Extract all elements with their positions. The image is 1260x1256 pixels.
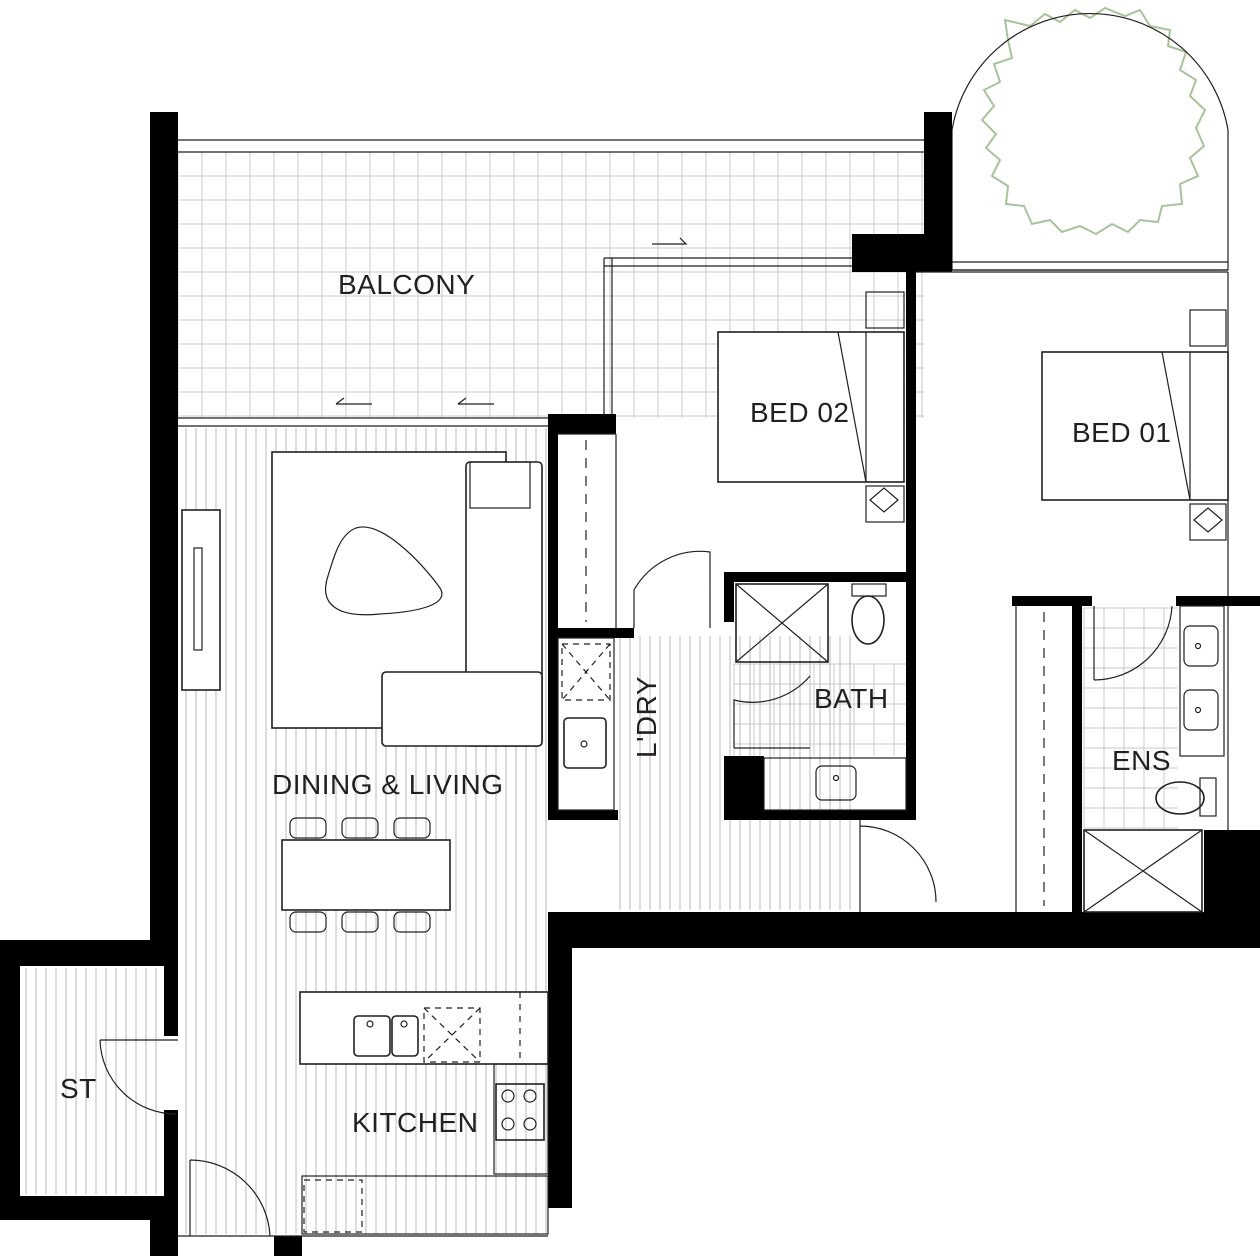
rug-shape — [325, 526, 443, 616]
tree-canopy-icon — [980, 6, 1207, 236]
label-bath: BATH — [814, 683, 889, 714]
dining-chairs — [289, 817, 431, 933]
balcony-tiles — [177, 151, 924, 418]
dining-chair — [393, 911, 431, 933]
tree-arc — [951, 12, 1229, 271]
label-dining-living: DINING & LIVING — [272, 769, 504, 800]
dining-chair — [393, 817, 431, 839]
walls — [0, 112, 1260, 1256]
dining-chair — [289, 817, 327, 839]
bedroom-furniture — [717, 291, 1229, 541]
label-kitchen: KITCHEN — [352, 1107, 478, 1138]
bath-fixtures — [735, 583, 907, 811]
label-bed-02: BED 02 — [750, 397, 850, 428]
doors — [99, 550, 1173, 1237]
label-balcony: BALCONY — [338, 269, 475, 300]
dining-chair — [341, 817, 379, 839]
ensuite-fixtures — [1083, 605, 1225, 913]
interior-lines — [178, 433, 1045, 1237]
label-storage: ST — [60, 1073, 97, 1104]
ensuite-tiles — [1083, 607, 1178, 829]
dining-table — [281, 839, 451, 911]
kitchen-fixtures — [299, 991, 549, 1235]
shower — [735, 583, 829, 663]
label-ensuite: ENS — [1112, 745, 1171, 776]
floor-hatch-storage — [25, 968, 157, 1194]
dining-chair — [341, 911, 379, 933]
bed-02 — [717, 331, 905, 483]
living-furniture — [181, 451, 543, 933]
dining-chair — [289, 911, 327, 933]
label-laundry: L'DRY — [631, 676, 662, 758]
bed-01 — [1041, 351, 1229, 501]
laundry-fixtures — [557, 637, 615, 811]
label-bed-01: BED 01 — [1072, 417, 1172, 448]
